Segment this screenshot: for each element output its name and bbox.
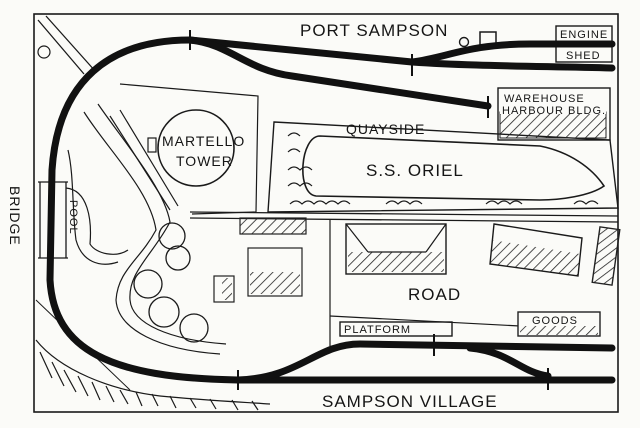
tree-cluster — [133, 222, 209, 343]
port-sampson-label: PORT SAMPSON — [300, 21, 448, 40]
sampson-village-label: SAMPSON VILLAGE — [322, 392, 498, 411]
martello-label-line2: TOWER — [176, 153, 233, 169]
engine-shed-label-line1: ENGINE — [560, 29, 608, 41]
road-edge-bottom — [329, 315, 521, 327]
quayside-label: QUAYSIDE — [346, 121, 425, 137]
tower-path-2 — [119, 109, 179, 207]
engine-shed-label-line2: SHED — [566, 50, 601, 62]
rock — [37, 45, 51, 59]
tree-4 — [148, 296, 180, 328]
goods-track — [466, 344, 552, 380]
building-roofed-hatch — [348, 252, 444, 272]
building-far-right — [591, 226, 621, 286]
engine-shed-track — [408, 40, 616, 66]
martello-tower — [157, 109, 235, 187]
roof-ridge-1 — [345, 223, 369, 253]
warehouse-frame — [497, 87, 611, 141]
south-shore-line — [35, 339, 271, 405]
platform-label: PLATFORM — [344, 324, 411, 336]
building-shed-hatch — [222, 278, 232, 300]
track-markers — [189, 30, 549, 390]
building-house-hatch — [250, 272, 300, 294]
warehouse-label-bg — [500, 90, 606, 114]
pool-outline — [65, 187, 129, 255]
south-shore-hatch — [39, 351, 259, 411]
bridge-label: BRIDGE — [7, 186, 23, 246]
tree-1 — [158, 222, 186, 250]
tower-area-outline — [119, 83, 259, 215]
main-track-loop — [46, 36, 616, 384]
pool-label: POOL — [67, 200, 79, 235]
ship-hull — [302, 135, 606, 201]
building-roofed — [345, 223, 447, 275]
platform-frame — [339, 321, 453, 337]
top-siding-branch — [186, 36, 492, 110]
ship-label: S.S. ORIEL — [366, 161, 464, 180]
roof-ridge-2 — [425, 223, 447, 253]
tower-path-1 — [109, 115, 171, 211]
road-label: ROAD — [408, 285, 461, 304]
river-bank-west — [67, 149, 119, 265]
river-bank-east — [83, 111, 221, 355]
martello-annex — [147, 137, 157, 153]
water-tank — [458, 36, 470, 48]
water-waves — [287, 132, 599, 205]
map-border — [33, 13, 619, 413]
top-left-road-line-1 — [37, 19, 85, 75]
warehouse-label-line1: WAREHOUSE — [504, 93, 585, 105]
road-edge-top — [189, 211, 619, 217]
tree-5 — [179, 313, 209, 343]
tree-3 — [133, 269, 163, 299]
top-left-road-line-2 — [45, 15, 97, 73]
building-right-hatch — [490, 240, 580, 276]
goods-shed-hatch — [520, 326, 598, 335]
tree-2 — [165, 245, 191, 271]
warehouse-label-line2: HARBOUR BLDG. — [502, 105, 606, 117]
station-track — [234, 340, 616, 384]
martello-label-line1: MARTELLO — [162, 133, 245, 149]
crane — [479, 31, 497, 46]
building-small-top — [239, 217, 307, 235]
goods-label: GOODS — [532, 315, 578, 327]
